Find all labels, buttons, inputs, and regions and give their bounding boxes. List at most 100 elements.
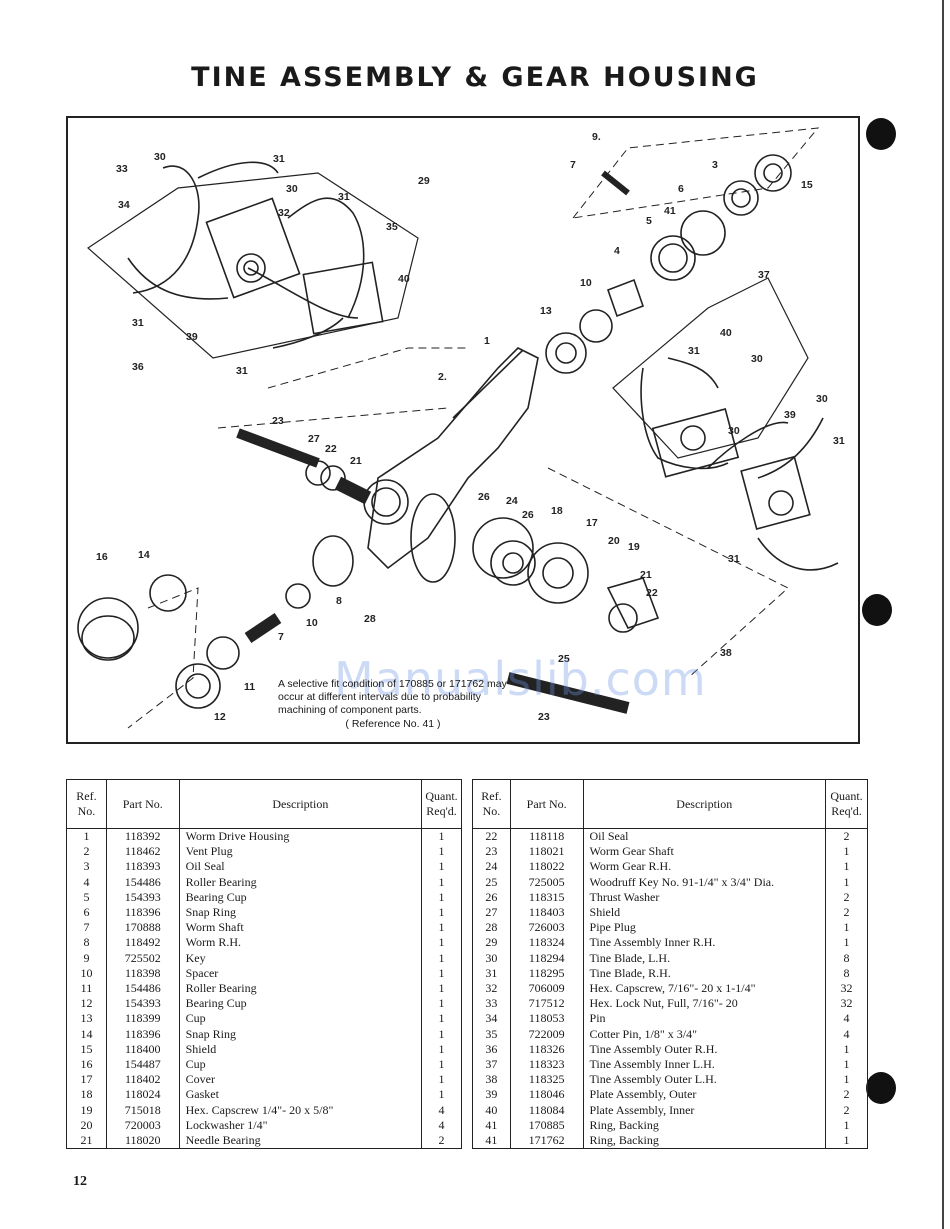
cell-quantity: 8 <box>843 965 850 980</box>
cell-part-no: 154486 <box>106 981 180 997</box>
cell-ref: 20 <box>66 1117 107 1134</box>
cell-quantity: 1 <box>438 965 445 980</box>
callout-31: 31 <box>728 553 740 565</box>
cell-part-no: 118295 <box>510 965 584 982</box>
cell-quantity: 1 <box>438 1087 445 1102</box>
cell-quantity: 1 <box>438 1072 445 1087</box>
cell-ref: 11 <box>66 981 107 997</box>
cell-ref: 1 <box>66 828 107 845</box>
cell-quantity: 4 <box>438 1117 445 1132</box>
cell-description: Worm Gear R.H. <box>583 859 827 875</box>
header-qty: Quant. Req'd. <box>421 779 462 829</box>
cell-description: Needle Bearing <box>179 1133 423 1149</box>
cell-description: Cover <box>179 1072 423 1088</box>
cell-part-no: 154487 <box>106 1057 180 1073</box>
callout-38: 38 <box>720 647 732 659</box>
cell-ref: 34 <box>472 1011 511 1027</box>
cell-part-no: 118396 <box>106 905 180 921</box>
cell-description: Bearing Cup <box>179 889 423 906</box>
cell-description: Plate Assembly, Inner <box>583 1102 827 1118</box>
callout-22: 22 <box>325 443 337 455</box>
cell-part-no: 118400 <box>106 1041 180 1058</box>
cell-description: Bearing Cup <box>179 996 423 1012</box>
cell-quantity: 1 <box>843 935 850 950</box>
cell-part-no: 118393 <box>106 859 180 875</box>
callout-30: 30 <box>728 425 740 437</box>
cell-part-no: 118402 <box>106 1072 180 1088</box>
header-ref: Ref. No. <box>66 779 107 829</box>
callout-29: 29 <box>418 175 430 187</box>
cell-quantity: 1 <box>843 1072 850 1087</box>
cell-quantity: 1 <box>438 829 445 843</box>
cell-description: Tine Assembly Inner L.H. <box>583 1057 827 1073</box>
cell-part-no: 118399 <box>106 1011 180 1027</box>
header-qty: Quant. Req'd. <box>825 779 868 829</box>
cell-part-no: 725502 <box>106 950 180 966</box>
callout-35: 35 <box>386 221 398 233</box>
diagram-callouts: 30 33 31 30 29 34 32 31 35 40 31 39 36 3… <box>96 131 845 723</box>
callout-30: 30 <box>816 393 828 405</box>
cell-ref: 19 <box>66 1102 107 1118</box>
callout-37: 37 <box>758 269 770 281</box>
cell-description: Gasket <box>179 1087 423 1103</box>
cell-description: Pin <box>583 1011 827 1027</box>
callout-30: 30 <box>286 183 298 195</box>
callout-6: 6 <box>678 183 684 195</box>
selective-fit-note: A selective fit condition of 170885 or 1… <box>278 678 508 731</box>
cell-part-no: 118294 <box>510 950 584 966</box>
cell-ref: 3 <box>66 859 107 875</box>
callout-39: 39 <box>186 331 198 343</box>
cell-quantity: 1 <box>843 1041 850 1056</box>
cell-quantity: 4 <box>843 1026 850 1041</box>
cell-ref: 4 <box>66 874 107 890</box>
cell-description: Worm Shaft <box>179 920 423 936</box>
cell-description: Cotter Pin, 1/8" x 3/4" <box>583 1026 827 1042</box>
callout-2: 2. <box>438 371 447 383</box>
cell-quantity: 1 <box>843 1133 850 1148</box>
callout-10: 10 <box>580 277 592 289</box>
cell-part-no: 118022 <box>510 859 584 875</box>
cell-ref: 8 <box>66 935 107 951</box>
cell-part-no: 118462 <box>106 844 180 860</box>
cell-description: Cup <box>179 1057 423 1073</box>
cell-ref: 31 <box>472 965 511 982</box>
callout-21: 21 <box>640 569 652 581</box>
cell-description: Hex. Lock Nut, Full, 7/16"- 20 <box>583 996 827 1012</box>
callout-41: 41 <box>664 205 676 217</box>
cell-quantity: 1 <box>438 874 445 889</box>
cell-ref: 10 <box>66 965 107 982</box>
cell-quantity: 2 <box>843 889 850 904</box>
cell-part-no: 154393 <box>106 996 180 1012</box>
note-text: A selective fit condition of 170885 or 1… <box>278 678 507 716</box>
cell-ref: 24 <box>472 859 511 875</box>
callout-23: 23 <box>538 711 550 723</box>
cell-description: Snap Ring <box>179 1026 423 1042</box>
cell-ref: 7 <box>66 920 107 936</box>
cell-description: Ring, Backing <box>583 1133 827 1149</box>
cell-part-no: 118053 <box>510 1011 584 1027</box>
cell-ref: 12 <box>66 996 107 1012</box>
callout-10: 10 <box>306 617 318 629</box>
cell-description: Snap Ring <box>179 905 423 921</box>
